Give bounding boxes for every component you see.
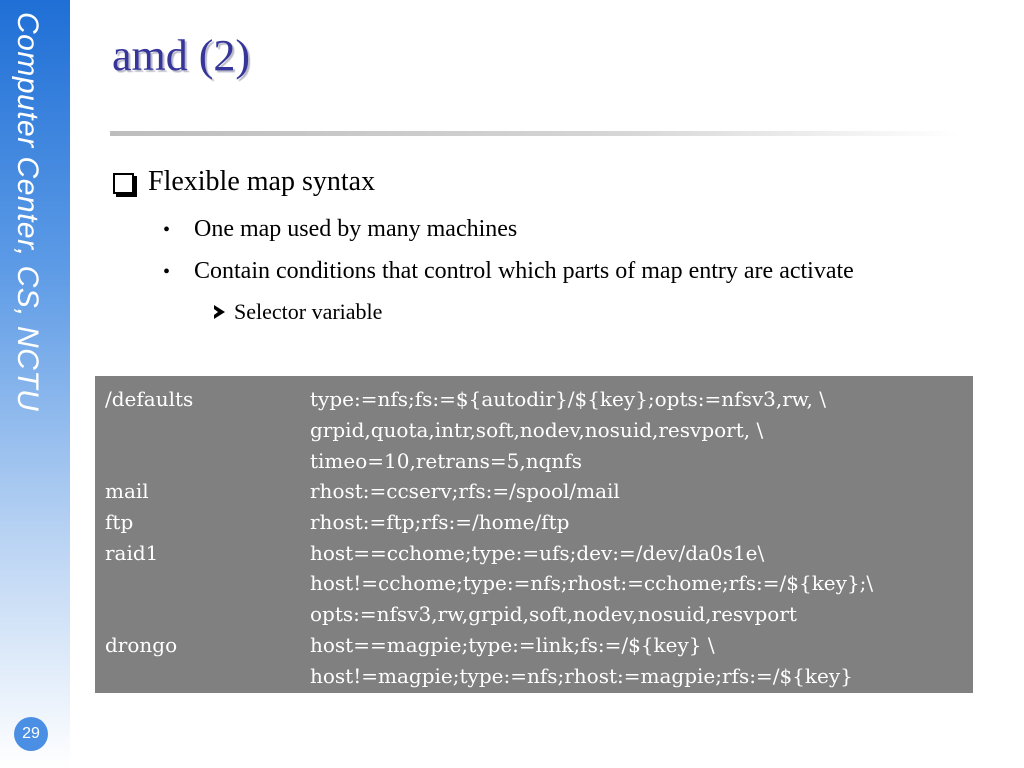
sidebar: Computer Center, CS, NCTU [0, 0, 70, 768]
code-value: rhost:=ccserv;rfs:=/spool/mail [310, 479, 620, 504]
code-line: timeo=10,retrans=5,nqnfs [105, 445, 963, 476]
bullet-level2-text: Contain conditions that control which pa… [194, 258, 854, 284]
code-line: raid1 host==cchome;type:=ufs;dev:=/dev/da… [105, 537, 963, 568]
code-line: ftp rhost:=ftp;rfs:=/home/ftp [105, 507, 963, 538]
bullet-level2-item: • Contain conditions that control which … [163, 258, 854, 285]
code-value: type:=nfs;fs:=${autodir}/${key};opts:=nf… [310, 387, 826, 412]
code-value: opts:=nfsv3,rw,grpid,soft,nodev,nosuid,r… [310, 602, 797, 627]
bullet-level2-item: • One map used by many machines [163, 216, 517, 243]
code-key: drongo [105, 632, 178, 657]
title-divider [110, 131, 960, 136]
code-value: timeo=10,retrans=5,nqnfs [310, 448, 582, 473]
code-value: grpid,quota,intr,soft,nodev,nosuid,resvp… [310, 418, 764, 443]
code-value: host==cchome;type:=ufs;dev:=/dev/da0s1e\ [310, 540, 765, 565]
code-key: ftp [105, 510, 134, 535]
dot-bullet-icon: • [163, 219, 171, 241]
bullet-level1-text: Flexible map syntax [148, 166, 376, 197]
bullet-level3: Selector variable [214, 299, 382, 325]
code-line: grpid,quota,intr,soft,nodev,nosuid,resvp… [105, 415, 963, 446]
code-key: raid1 [105, 540, 159, 565]
code-line: host!=cchome;type:=nfs;rhost:=cchome;rfs… [105, 568, 963, 599]
arrow-bullet-icon [214, 305, 225, 319]
checkbox-bullet-icon [113, 172, 134, 194]
code-line: mail rhost:=ccserv;rfs:=/spool/mail [105, 476, 963, 507]
bullet-level1: Flexible map syntax [113, 166, 375, 198]
bullet-level3-text: Selector variable [234, 299, 383, 324]
page-title: amd (2) [112, 31, 251, 80]
dot-bullet-icon: • [163, 261, 171, 283]
code-key: mail [105, 479, 149, 504]
page-number: 29 [14, 717, 48, 751]
code-block: /defaults type:=nfs;fs:=${autodir}/${key}… [95, 376, 973, 693]
code-line: drongo host==magpie;type:=link;fs:=/${key… [105, 630, 963, 661]
code-line: /defaults type:=nfs;fs:=${autodir}/${key}… [105, 384, 963, 415]
code-key: /defaults [105, 387, 194, 412]
code-value: host==magpie;type:=link;fs:=/${key} \ [310, 632, 715, 657]
code-value: host!=magpie;type:=nfs;rhost:=magpie;rfs… [310, 663, 853, 688]
code-line: host!=magpie;type:=nfs;rhost:=magpie;rfs… [105, 660, 963, 691]
code-line: opts:=nfsv3,rw,grpid,soft,nodev,nosuid,r… [105, 599, 963, 630]
code-value: host!=cchome;type:=nfs;rhost:=cchome;rfs… [310, 571, 874, 596]
code-value: rhost:=ftp;rfs:=/home/ftp [310, 510, 570, 535]
bullet-level2-text: One map used by many machines [194, 216, 518, 242]
sidebar-label: Computer Center, CS, NCTU [11, 12, 44, 412]
